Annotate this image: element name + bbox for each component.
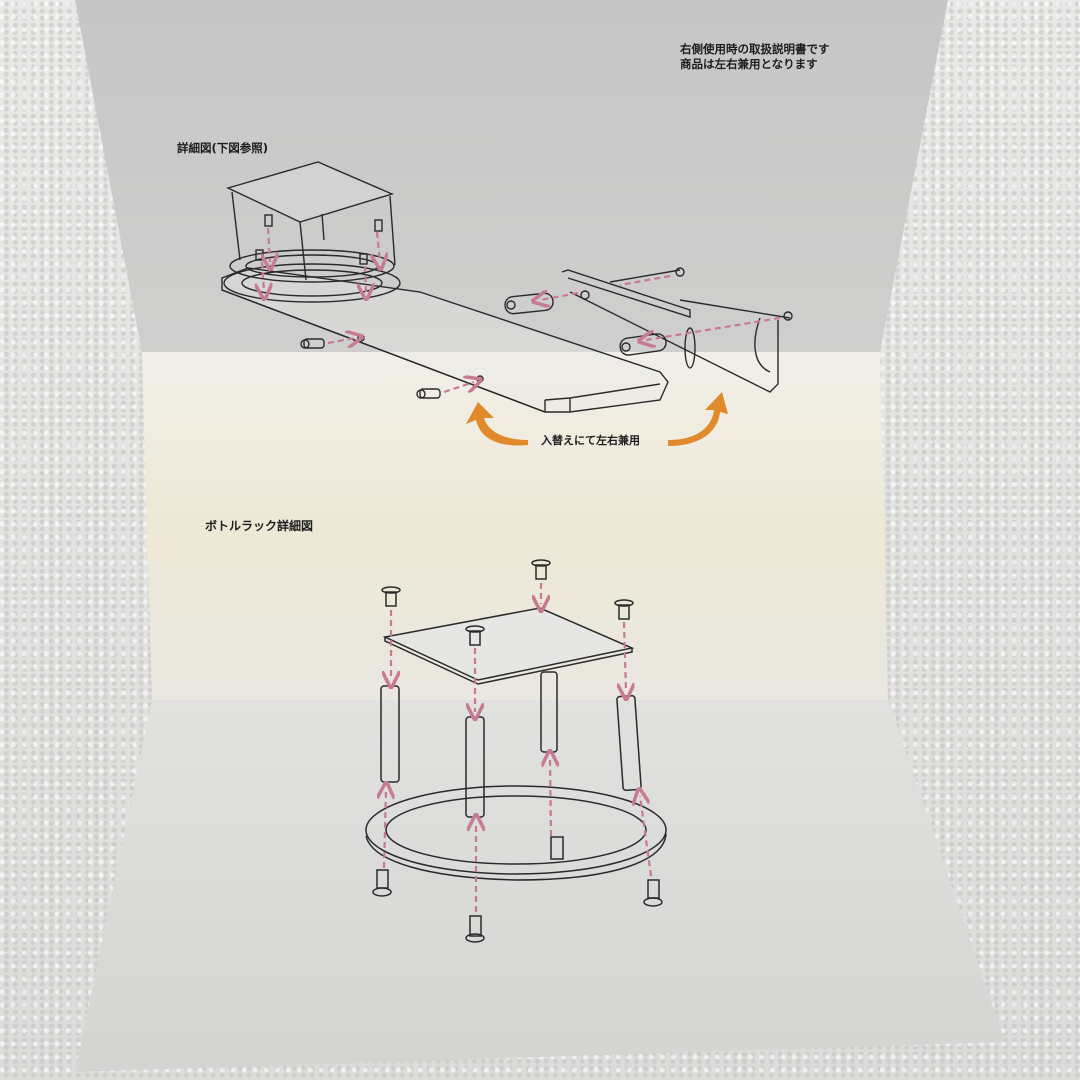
usage-notice-line1: 右側使用時の取扱説明書です [680,42,830,56]
dashed-arrow-icon [384,583,653,912]
bottle-rack-diagram [365,559,667,943]
screw-icon [381,559,634,646]
detail-section-title: 詳細図(下図参照) [177,141,269,155]
screw-icon [372,869,663,943]
usage-notice-line2: 商品は左右兼用となります [680,57,818,71]
dashed-arrow-icon [262,227,781,392]
paper-panel-bottom [75,700,1005,1072]
bottle-rack-section-title: ボトルラック詳細図 [205,519,314,533]
orange-curved-arrow-right [668,392,728,446]
paper-panel-middle [142,352,888,700]
usage-notice: 右側使用時の取扱説明書です 商品は左右兼用となります [680,42,830,72]
bracket-diagram [221,161,793,413]
screw-icon [300,338,441,399]
orange-curved-arrow-left [466,402,528,446]
swap-note: 入替えにて左右兼用 [541,434,640,447]
